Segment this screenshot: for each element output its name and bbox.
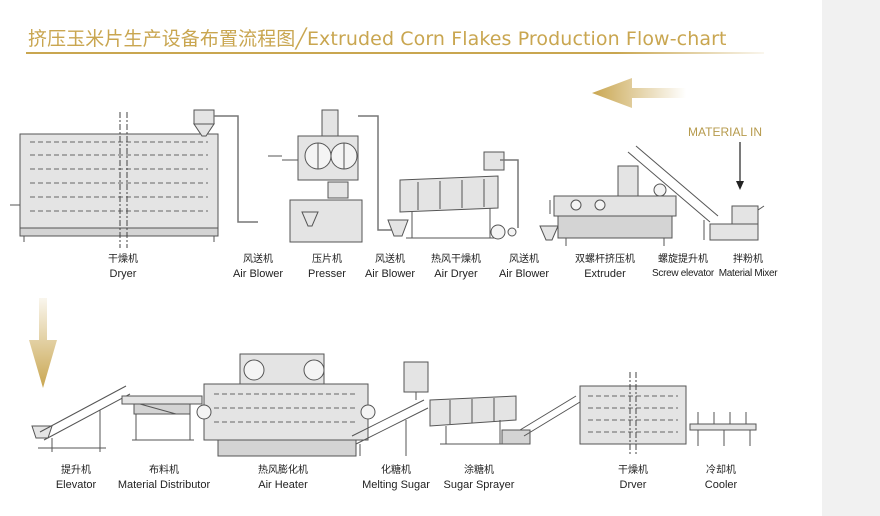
title-underline bbox=[26, 52, 764, 54]
air-dryer-machine bbox=[399, 151, 505, 239]
melting-sugar-machine bbox=[351, 361, 429, 456]
material-in-label: MATERIAL IN bbox=[688, 125, 763, 139]
conveyor-to-dryer bbox=[501, 395, 581, 445]
material-mixer-machine bbox=[709, 205, 765, 241]
air-heater-machine bbox=[196, 353, 376, 457]
screw-elevator-machine bbox=[627, 145, 719, 240]
blower-pipe-2 bbox=[358, 115, 392, 231]
material-in-arrow bbox=[736, 142, 744, 190]
blower-pipe-1 bbox=[214, 115, 258, 223]
material-distributor-machine bbox=[121, 395, 203, 441]
blower-pipe-3 bbox=[500, 159, 519, 228]
dryer-2-machine bbox=[579, 372, 687, 456]
blower-hopper-2 bbox=[539, 225, 559, 241]
flow-arrow-left bbox=[592, 78, 686, 108]
side-panel bbox=[822, 0, 880, 516]
page-title: 挤压玉米片生产设备布置流程图╱Extruded Corn Flakes Prod… bbox=[28, 28, 727, 50]
dryer-machine bbox=[10, 112, 219, 248]
cooler-machine bbox=[689, 412, 757, 446]
blower-fan-3 bbox=[490, 224, 517, 240]
presser-machine bbox=[268, 109, 363, 243]
elevator-machine bbox=[31, 385, 131, 452]
dryer-cyclone bbox=[193, 109, 215, 137]
blower-hopper-1 bbox=[387, 219, 409, 237]
extruder-machine bbox=[549, 165, 677, 246]
flow-arrow-down bbox=[29, 298, 57, 388]
sugar-sprayer-machine bbox=[429, 395, 517, 445]
